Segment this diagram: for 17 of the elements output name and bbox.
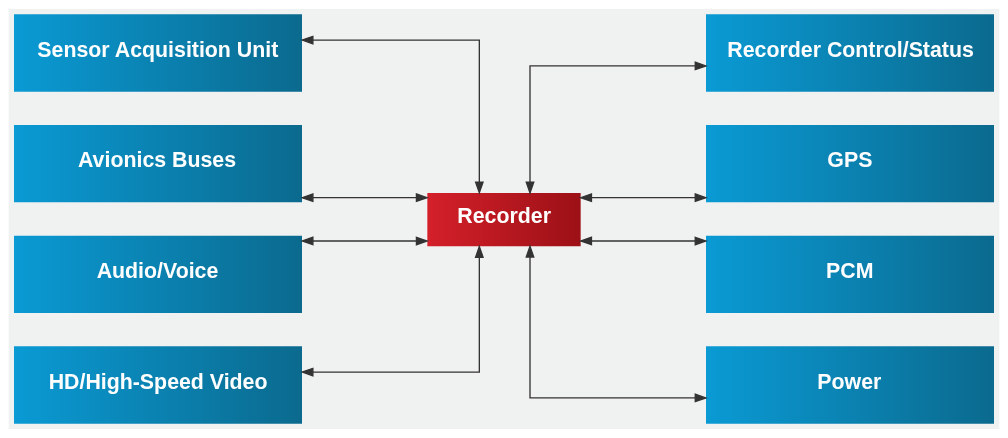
- node-box: HD/High-Speed Video: [14, 346, 302, 424]
- arrow: [300, 244, 484, 377]
- arrow: [300, 236, 430, 246]
- arrow: [300, 35, 484, 195]
- node-box: Recorder: [427, 193, 581, 247]
- node-box: GPS: [706, 125, 994, 203]
- node-box: PCM: [706, 235, 994, 313]
- node-box: Avionics Buses: [14, 125, 302, 203]
- node-box: Sensor Acquisition Unit: [14, 14, 302, 92]
- node-box: Power: [706, 346, 994, 424]
- arrow: [578, 193, 708, 203]
- arrow: [525, 244, 708, 403]
- node-box: Audio/Voice: [14, 235, 302, 313]
- node-box: Recorder Control/Status: [706, 14, 994, 92]
- arrow: [525, 61, 708, 195]
- arrow: [300, 193, 430, 203]
- arrow: [578, 236, 708, 246]
